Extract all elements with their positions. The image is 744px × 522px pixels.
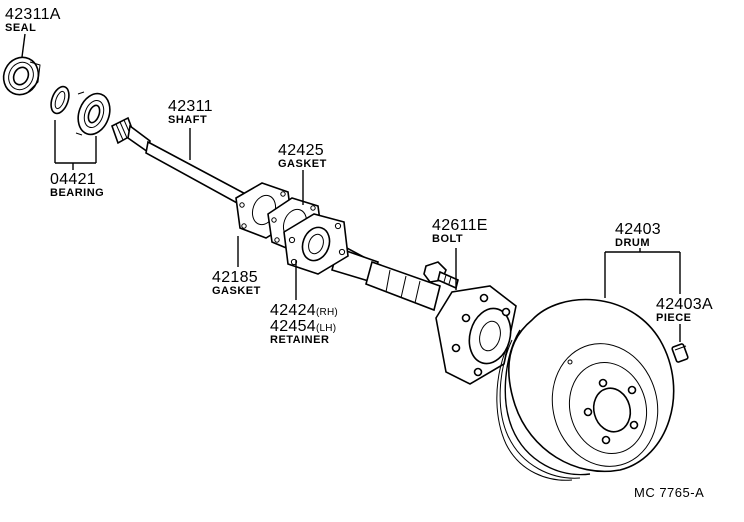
label-bolt: 42611E BOLT [432,218,488,245]
seal-number: 42311A [5,6,61,23]
retainer-part [283,213,349,275]
label-seal: 42311A SEAL [5,7,61,34]
retainer-number-rh: 42424 [270,302,316,319]
drum-name: DRUM [615,237,650,249]
label-shaft: 42311 SHAFT [168,99,213,126]
piece-name: PIECE [656,312,692,324]
retainer-suffix-lh: (LH) [316,323,337,334]
hub-flange-part [435,285,517,385]
label-gasket-inner: 42185 GASKET [212,270,261,297]
leader-lines [21,33,681,342]
bolt-part [423,261,459,290]
bearing-part [50,85,111,136]
seal-part [2,56,41,96]
piece-number: 42403A [656,296,713,313]
bolt-number: 42611E [432,217,488,234]
drum-number: 42403 [615,221,661,238]
gasket-outer-name: GASKET [278,158,327,170]
gasket-inner-name: GASKET [212,285,261,297]
drum-part [496,298,675,481]
retainer-number-lh: 42454 [270,318,316,335]
retainer-suffix-rh: (RH) [316,307,338,318]
label-gasket-outer: 42425 GASKET [278,143,327,170]
seal-name: SEAL [5,22,37,34]
gasket-outer-number: 42425 [278,142,324,159]
gasket-inner-number: 42185 [212,269,258,286]
piece-part [671,343,689,363]
label-bearing: 04421 BEARING [50,172,104,199]
shaft-name: SHAFT [168,114,208,126]
retainer-name: RETAINER [270,334,330,346]
bearing-number: 04421 [50,171,96,188]
label-retainer: 42424(RH) 42454(LH) RETAINER [270,303,338,346]
bolt-name: BOLT [432,233,464,245]
label-piece: 42403A PIECE [656,297,713,324]
shaft-number: 42311 [168,98,213,115]
diagram-id: MC 7765-A [634,485,705,500]
bearing-name: BEARING [50,187,105,199]
label-drum: 42403 DRUM [615,222,661,249]
